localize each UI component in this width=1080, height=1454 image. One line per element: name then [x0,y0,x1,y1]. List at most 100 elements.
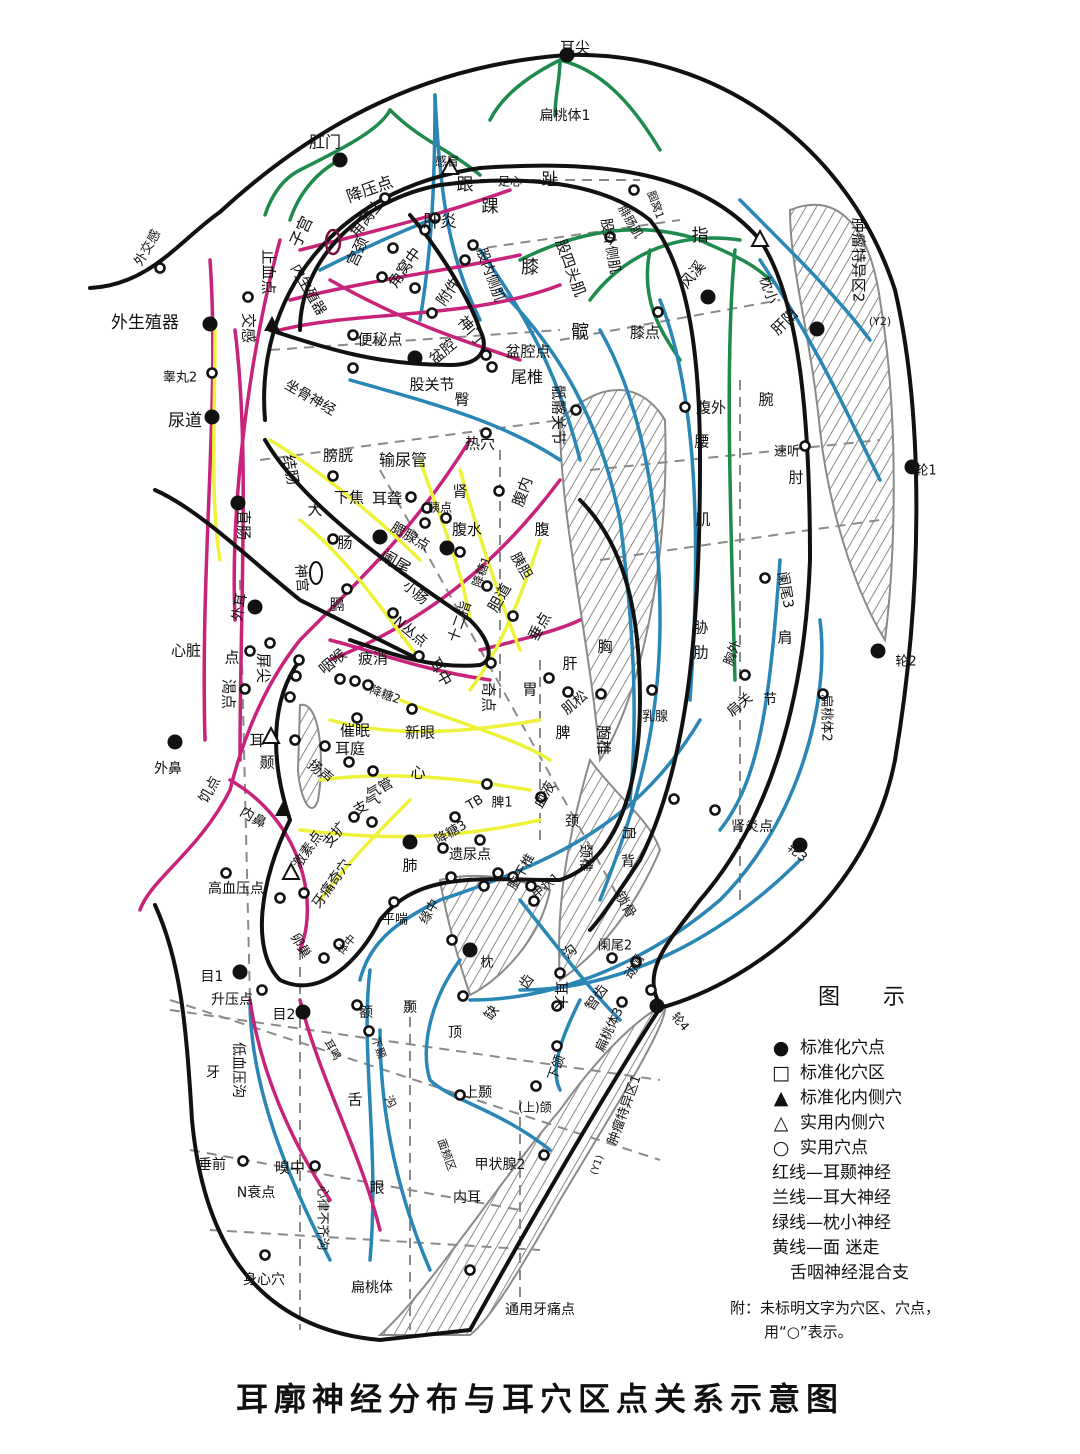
acupoint-label: (Y2) [869,315,891,328]
red-nerve-line [298,998,382,1232]
green-nerve-line [263,108,392,217]
acupoint-label: 目2 [273,1007,296,1023]
practical-acupoint-circle [349,675,361,687]
practical-acupoint-circle [259,1249,271,1261]
standard-acupoint-dot [167,734,183,750]
practical-acupoint-circle [348,811,360,823]
acupoint-label: 耳大 [552,981,568,1009]
red-nerve-line [328,278,522,362]
hatched-zone [788,204,895,643]
practical-acupoint-circle [334,673,346,685]
yellow-nerve-line [458,468,522,652]
acupoint-label: 扁桃体1 [540,108,591,124]
practical-acupoint-circle [274,892,286,904]
practical-acupoint-circle [363,1025,375,1037]
yellow-nerve-line [418,458,472,622]
ear-contour [263,438,491,668]
acupoint-label: 额 [359,1005,373,1021]
acupoint-label: 耳中 [425,654,456,689]
blue-nerve-line [348,378,562,462]
standard-acupoint-dot [870,643,886,659]
acupoint-label: 肝炎 [423,212,457,232]
acupoint-label: 股内侧肌 [473,246,507,304]
acupoint-label: 节 [763,692,777,708]
acupoint-label: 平喘 [382,912,408,928]
practical-acupoint-circle [343,756,355,768]
acupoint-label: 坐骨神经 [282,377,338,419]
practical-acupoint-circle [376,271,388,283]
acupoint-label: 胃 [522,681,537,699]
yellow-nerve-line [468,538,542,692]
practical-acupoint-circle [367,765,379,777]
standard-acupoint-dot [332,152,348,168]
medial-acupoint-open-triangle [281,861,301,880]
practical-acupoint-circle [645,984,657,996]
practical-acupoint-circle [154,262,166,274]
acupoint-label: 颈椎 [577,844,593,872]
practical-acupoint-circle [366,816,378,828]
acupoint-label: 肘 [788,469,803,487]
acupoint-label: 眼 [369,1179,384,1197]
practical-acupoint-circle [341,583,353,595]
blue-nerve-line [738,198,872,342]
practical-acupoint-circle [237,1155,249,1167]
acupoint-label: 渴点 [220,679,238,709]
blue-nerve-line [658,298,698,702]
acupoint-label: 外生殖器 [111,313,179,333]
practical-acupoint-circle [413,650,425,662]
ear-contour [298,178,703,932]
blue-nerve-line [498,288,636,802]
standard-acupoint-dot [372,529,388,545]
filled-circle-icon: ● [772,1037,790,1059]
hatched-zones [296,204,895,1336]
acupoint-label: 胸外 [722,638,745,668]
practical-acupoint-circle [759,572,771,584]
green-nerve-line [553,58,562,117]
practical-acupoint-circle [319,740,331,752]
red-nerve-line [228,778,310,952]
zone-divider [169,1009,661,1081]
ear-contour [268,213,486,368]
practical-acupoint-circle [206,367,218,379]
yellow-nerve-line [298,818,542,839]
acupoint-label: 肩 [620,826,636,840]
acupoint-label: 髋 [571,322,589,343]
practical-acupoint-circle [799,440,811,452]
acupoint-label: 胰胆 [507,550,535,582]
legend-label: 标准化穴点 [800,1038,885,1058]
standard-acupoint-dot [649,998,665,1014]
acupoint-label: 轮2 [895,655,916,670]
legend-line-green: 绿线—枕小神经 [772,1213,891,1233]
legend: 图 示 ●标准化穴点 □标准化穴区 ▲标准化内侧穴 △实用内侧穴 ○实用穴点 红… [730,985,1030,1344]
practical-acupoint-circle [419,224,431,236]
acupoint-label: 舌 [347,1091,362,1109]
legend-label: 实用内侧穴 [800,1113,885,1133]
acupoint-label: 肌 [695,511,710,529]
acupoint-label: 智齿 [582,982,611,1014]
blue-nerve-line [758,258,882,482]
standard-acupoint-dot [402,834,418,850]
acupoint-label: 股四头肌 [552,237,589,300]
practical-acupoint-circle [595,688,607,700]
yellow-nerve-line [318,798,412,902]
standard-acupoint-dot [559,47,575,63]
acupoint-label: 降糖3 [432,817,470,848]
green-nerve-line [518,227,772,282]
acupoint-label: 腕 [758,391,773,409]
blue-nerve-line [433,93,482,322]
legend-label: 标准化内侧穴 [800,1088,902,1108]
practical-acupoint-circle [351,999,363,1011]
practical-acupoint-circle [242,291,254,303]
yellow-nerve-line [268,438,422,562]
red-nerve-line [248,998,332,1202]
green-nerve-line [488,58,562,122]
practical-acupoint-circle [457,990,469,1002]
practical-acupoint-circle [379,192,391,204]
acupoint-label: 心 [410,764,425,782]
practical-acupoint-circle [347,362,359,374]
acupoint-label: 颈 [565,814,579,830]
green-nerve-line [288,158,342,222]
practical-acupoint-circle [616,996,628,1008]
blue-nerve-line [518,858,802,992]
acupoint-label: 便秘点 [357,331,402,349]
